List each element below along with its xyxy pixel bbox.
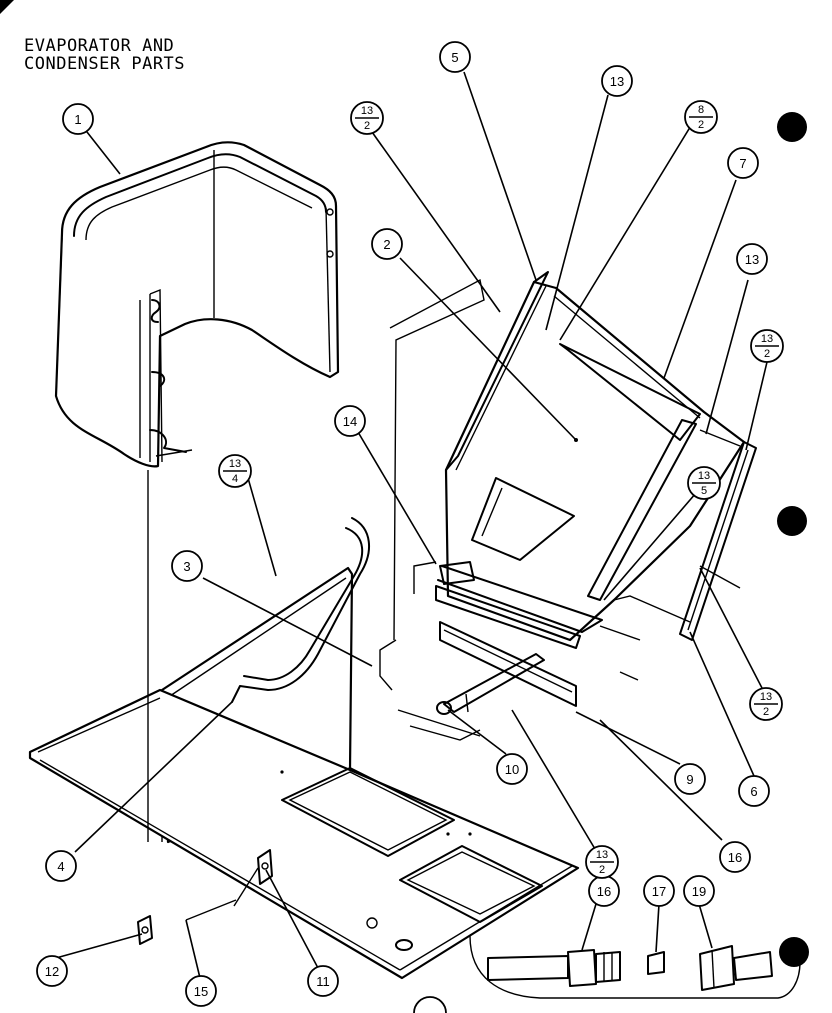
fraction-callout-8-2: 8 2: [684, 100, 718, 134]
svg-text:13: 13: [761, 333, 773, 345]
callout-2: 2: [371, 228, 403, 260]
svg-text:16: 16: [597, 884, 611, 899]
diagram-title-line-1: EVAPORATOR AND: [24, 36, 174, 56]
part-small-brackets: [137, 849, 273, 945]
callout-12: 12: [36, 955, 68, 987]
svg-text:13: 13: [361, 105, 373, 117]
svg-text:2: 2: [383, 237, 390, 252]
part-condenser-coil: [54, 141, 340, 468]
binder-hole-middle: [777, 506, 807, 536]
svg-text:13: 13: [596, 849, 608, 861]
fraction-callout-13-4: 13 4: [218, 454, 252, 488]
svg-text:13: 13: [698, 470, 710, 482]
svg-text:5: 5: [701, 485, 707, 497]
callout-16-fitting: 16: [588, 875, 620, 907]
part-drain-rail: [436, 621, 577, 715]
callout-11: 11: [307, 965, 339, 997]
callout-7: 7: [727, 147, 759, 179]
callout-5: 5: [439, 41, 471, 73]
svg-text:2: 2: [698, 119, 704, 131]
assembly-guide-lines: [147, 278, 741, 842]
callout-14: 14: [334, 405, 366, 437]
fraction-callout-13-5: 13 5: [687, 466, 721, 500]
fraction-callout-13-2-top: 13 2: [350, 101, 384, 135]
svg-text:13: 13: [229, 458, 241, 470]
svg-text:15: 15: [194, 984, 208, 999]
callout-4: 4: [45, 850, 77, 882]
svg-text:4: 4: [57, 859, 64, 874]
svg-text:16: 16: [728, 850, 742, 865]
svg-text:2: 2: [599, 864, 605, 876]
callout-1: 1: [62, 103, 94, 135]
corner-mark: [0, 0, 14, 14]
callout-15: 15: [185, 975, 217, 1007]
svg-text:13: 13: [760, 691, 772, 703]
svg-text:4: 4: [232, 473, 238, 485]
svg-text:11: 11: [316, 974, 330, 989]
callout-6: 6: [738, 775, 770, 807]
part-fittings: [469, 935, 801, 999]
part-base-pan: [28, 688, 580, 980]
svg-text:17: 17: [652, 884, 666, 899]
callout-13-top: 13: [601, 65, 633, 97]
svg-text:9: 9: [686, 772, 693, 787]
svg-text:19: 19: [692, 884, 706, 899]
leader-lines: [55, 71, 768, 979]
svg-text:14: 14: [343, 414, 357, 429]
svg-text:13: 13: [610, 74, 624, 89]
part-evaporator-coil: [435, 271, 757, 649]
binder-hole-bottom: [779, 937, 809, 967]
svg-text:3: 3: [183, 559, 190, 574]
svg-text:5: 5: [451, 50, 458, 65]
svg-text:1: 1: [74, 112, 81, 127]
callout-13-right: 13: [736, 243, 768, 275]
svg-text:12: 12: [45, 964, 59, 979]
svg-text:2: 2: [364, 120, 370, 132]
cropped-callout: [413, 996, 447, 1013]
callout-19: 19: [683, 875, 715, 907]
fraction-callout-13-2-lower-right: 13 2: [749, 687, 783, 721]
callout-10: 10: [496, 753, 528, 785]
fraction-callout-13-2-right: 13 2: [750, 329, 784, 363]
binder-hole-top: [777, 112, 807, 142]
svg-text:6: 6: [750, 784, 757, 799]
svg-text:7: 7: [739, 156, 746, 171]
callout-9: 9: [674, 763, 706, 795]
svg-text:13: 13: [745, 252, 759, 267]
callout-3: 3: [171, 550, 203, 582]
svg-text:2: 2: [763, 706, 769, 718]
svg-text:8: 8: [698, 104, 704, 116]
svg-text:2: 2: [764, 348, 770, 360]
callout-17: 17: [643, 875, 675, 907]
svg-text:10: 10: [505, 762, 519, 777]
diagram-title-line-2: CONDENSER PARTS: [24, 54, 185, 74]
callout-16-rail: 16: [719, 841, 751, 873]
fraction-callout-13-2-bottom: 13 2: [585, 845, 619, 879]
